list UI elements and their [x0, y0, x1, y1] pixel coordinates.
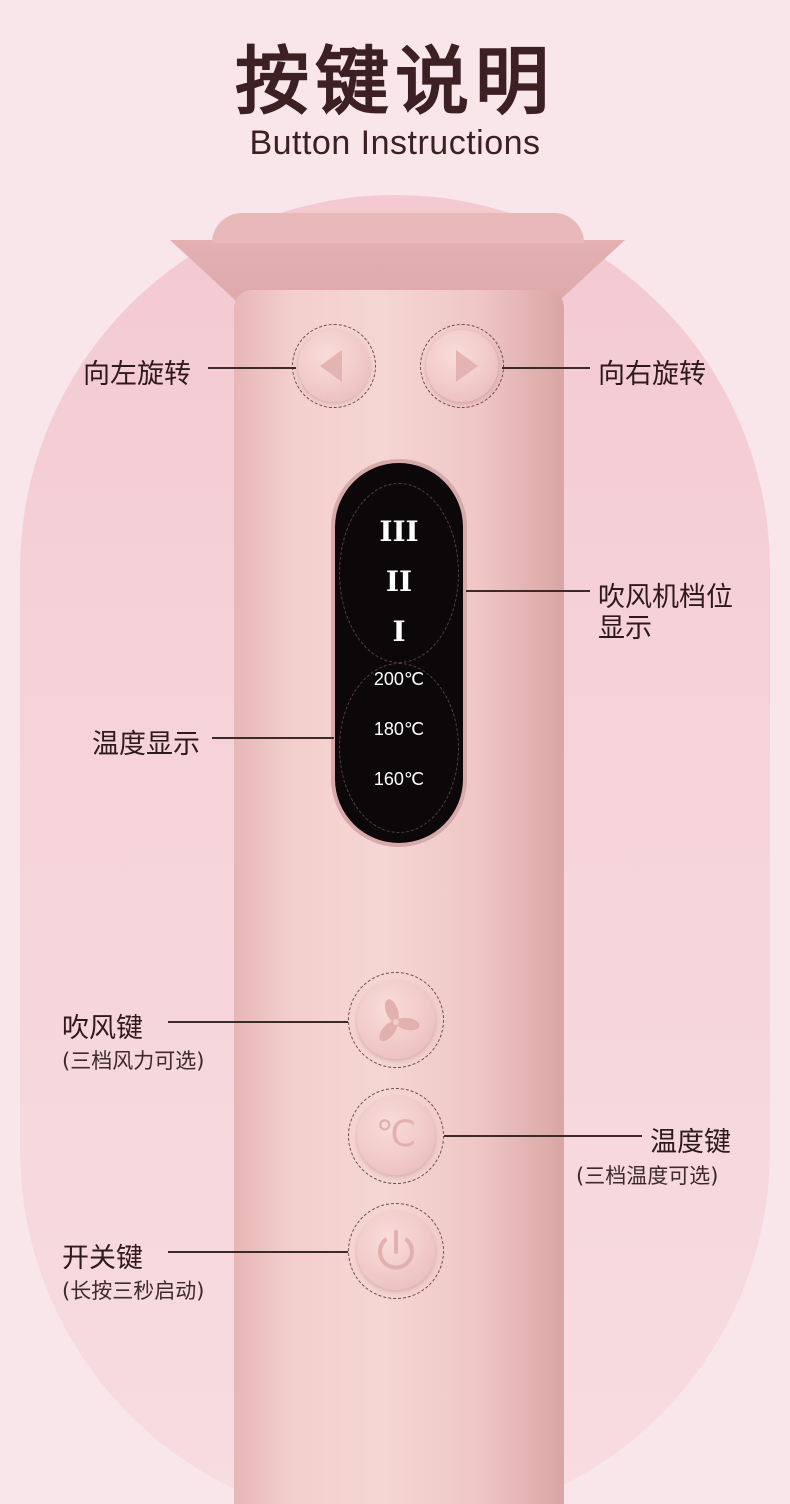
celsius-icon: ℃	[375, 1114, 417, 1155]
rotate-right-ring	[420, 324, 504, 408]
leader-temp-display	[212, 737, 334, 739]
device-head-top	[212, 213, 584, 243]
label-gear-display-1: 吹风机档位	[598, 582, 733, 613]
label-temp-key-note: (三档温度可选)	[576, 1164, 719, 1188]
triangle-left-icon	[320, 350, 342, 382]
fan-icon	[379, 999, 420, 1042]
fan-button[interactable]	[357, 981, 435, 1059]
rotate-left-button[interactable]	[298, 330, 370, 402]
temp-display-ring	[339, 663, 459, 833]
gear-level-1: I	[392, 615, 406, 648]
gear-level-3: III	[379, 515, 419, 548]
leader-power-key	[168, 1251, 348, 1253]
label-power-key-note: (长按三秒启动)	[62, 1279, 205, 1303]
fan-button-ring	[348, 972, 444, 1068]
power-button-ring	[348, 1203, 444, 1299]
gear-level-2: II	[385, 565, 413, 598]
label-power-key: 开关键	[62, 1243, 143, 1274]
temp-180: 180℃	[373, 719, 425, 739]
label-temp-key: 温度键	[650, 1127, 731, 1158]
label-rotate-left: 向左旋转	[83, 359, 191, 390]
label-fan-key-note: (三档风力可选)	[62, 1049, 205, 1073]
leader-temp-key	[444, 1135, 642, 1137]
display-panel: III II I 200℃ 180℃ 160℃	[335, 463, 463, 843]
leader-rotate-right	[502, 367, 590, 369]
power-button[interactable]	[357, 1212, 435, 1290]
label-temp-display: 温度显示	[92, 729, 200, 760]
page-subtitle: Button Instructions	[249, 124, 541, 162]
power-icon	[378, 1230, 414, 1270]
label-gear-display-2: 显示	[598, 613, 652, 644]
page-title: 按键说明	[235, 39, 555, 125]
leader-rotate-left	[208, 367, 296, 369]
temp-200: 200℃	[373, 669, 425, 689]
label-rotate-right: 向右旋转	[598, 359, 706, 390]
temp-160: 160℃	[373, 769, 425, 789]
temp-button-ring	[348, 1088, 444, 1184]
gear-display-ring	[339, 483, 459, 663]
label-fan-key: 吹风键	[62, 1013, 143, 1044]
rotate-left-ring	[292, 324, 376, 408]
rotate-right-button[interactable]	[426, 330, 498, 402]
triangle-right-icon	[456, 350, 478, 382]
leader-fan-key	[168, 1021, 348, 1023]
leader-gear-display	[466, 590, 590, 592]
temp-button[interactable]: ℃	[357, 1097, 435, 1175]
